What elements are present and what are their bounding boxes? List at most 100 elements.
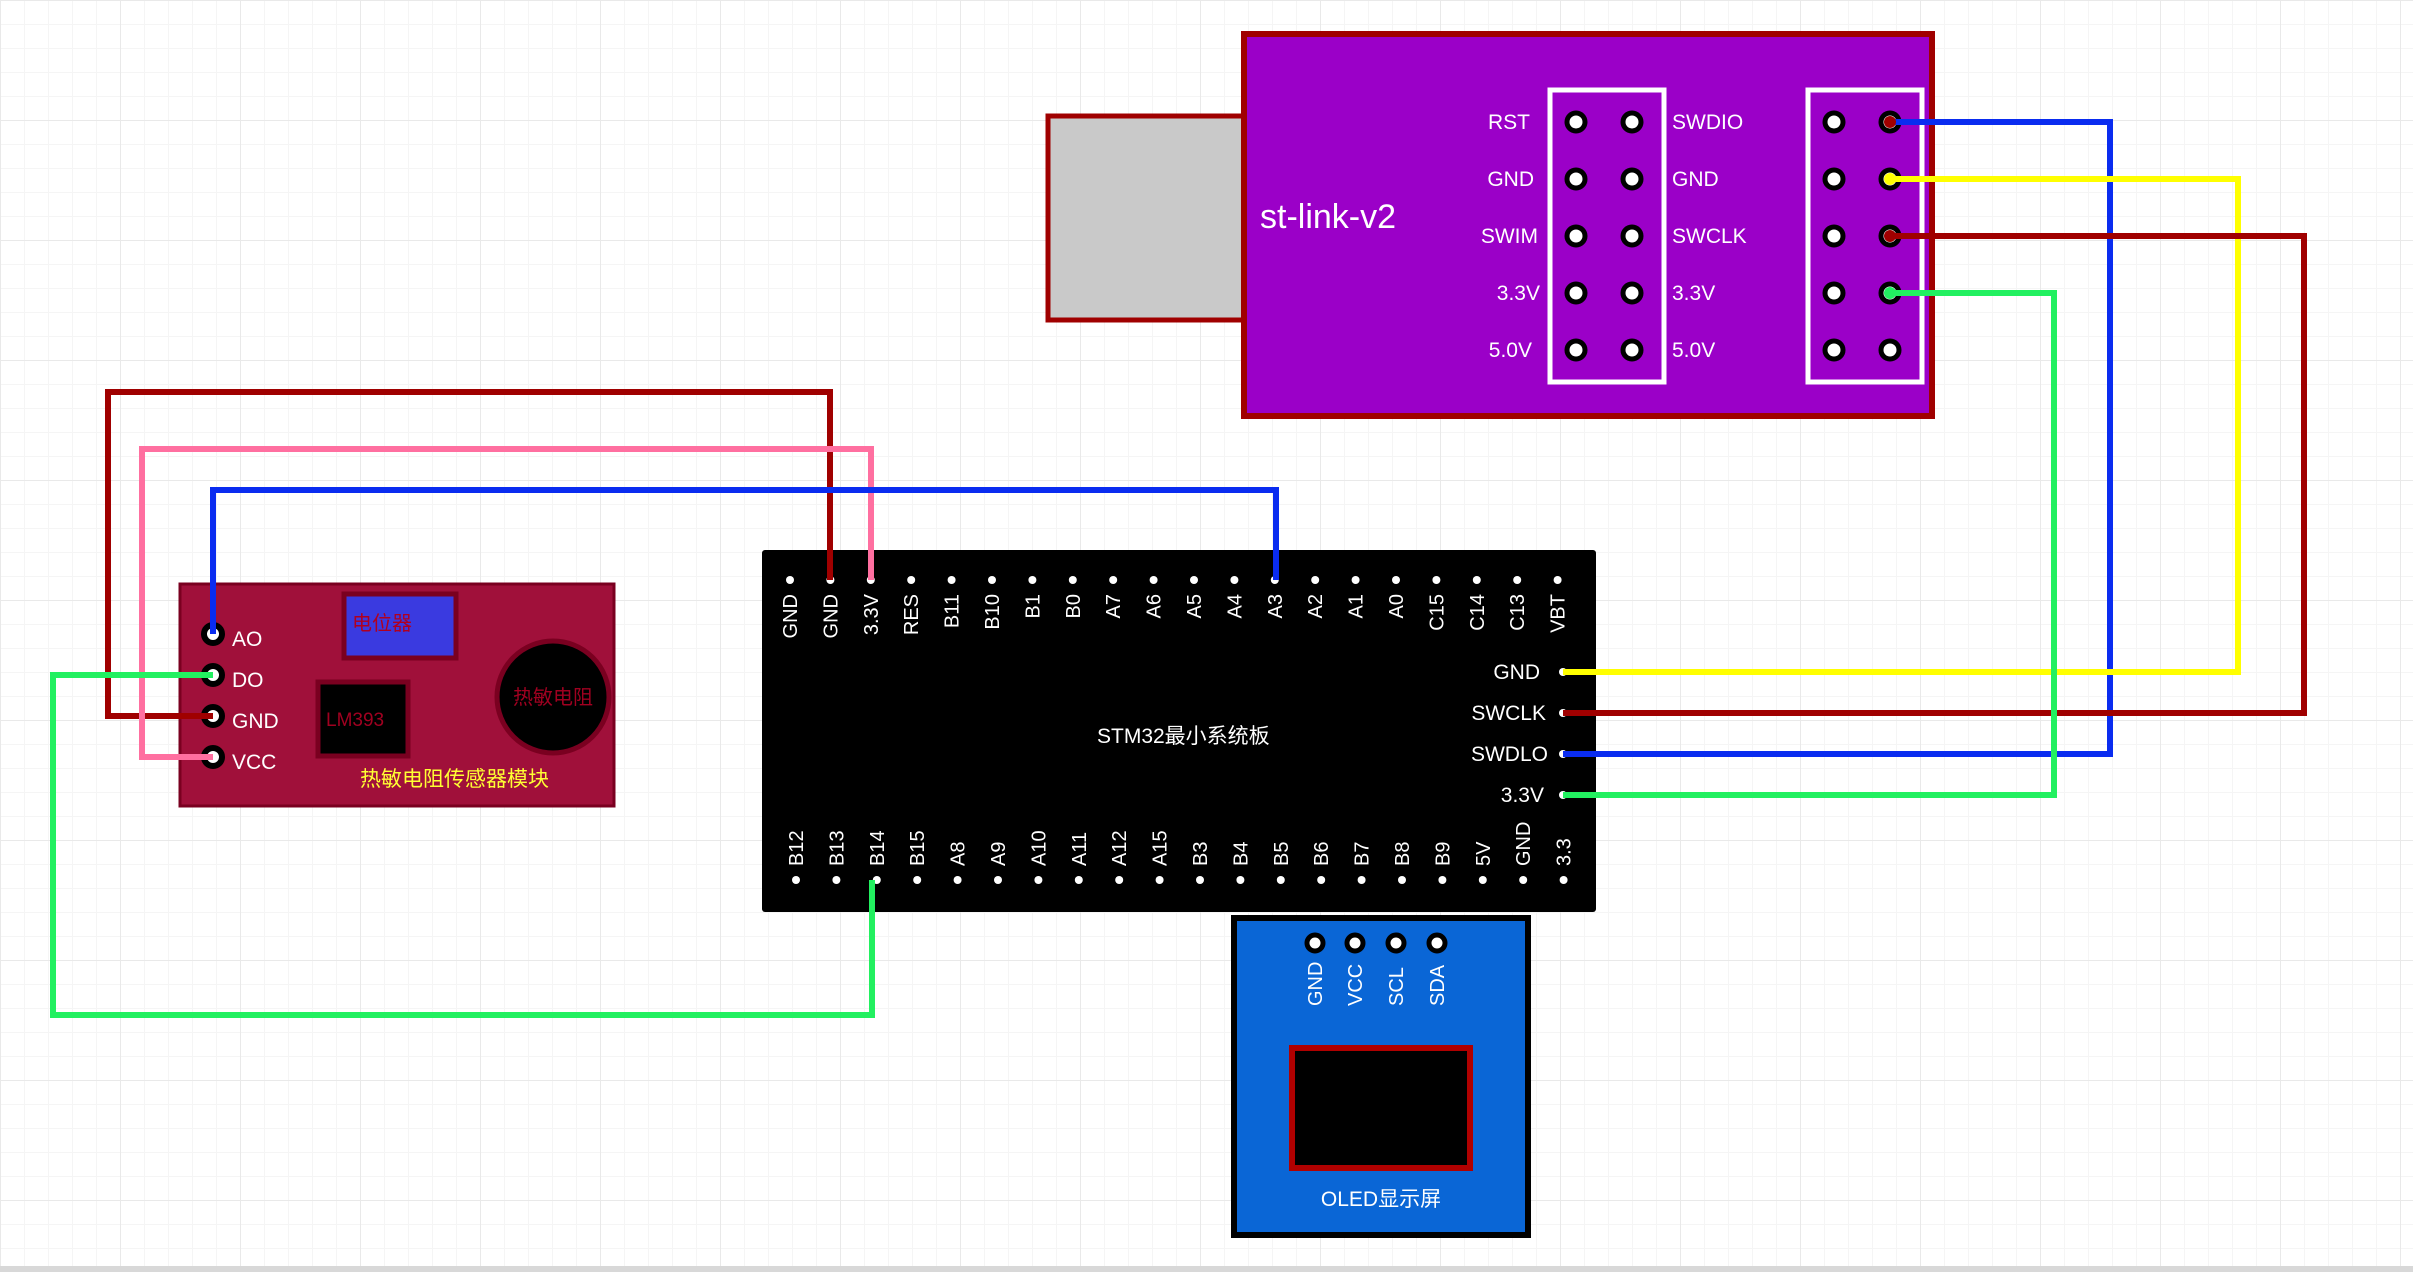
stm32-top-pin-dot: [1432, 576, 1441, 584]
sensor-pin-ao: AO: [232, 628, 262, 651]
stm32-top-pin-dot: [1472, 576, 1481, 584]
stm32-bottom-pin-dot: [1034, 876, 1043, 884]
stm32-bottom-pin-dot: [832, 876, 841, 884]
sensor-title: 热敏电阻传感器模块: [360, 768, 549, 791]
stm32-pin-3v3-right: 3.3V: [1501, 784, 1544, 807]
stm32-top-pin-label: A6: [1144, 594, 1166, 618]
stm32-bottom-pin-label: A15: [1150, 830, 1172, 866]
stm32-body: [762, 550, 1596, 912]
wire-stlink-3v3: [1563, 290, 2057, 798]
stm32-pin-swclk-right: SWCLK: [1471, 702, 1546, 725]
stm32-bottom-pin-label: B8: [1392, 842, 1414, 866]
stm32-bottom-pin-label: B5: [1271, 842, 1293, 866]
stm32-top-pin-dot: [1028, 576, 1037, 584]
sensor-pin-do: DO: [232, 669, 264, 692]
stm32-bottom-pin-label: A11: [1069, 832, 1091, 866]
stm32-right-pins: GND SWCLK SWDLO 3.3V: [1471, 661, 1567, 807]
stm32-top-pin-dot: [1190, 576, 1198, 584]
thermistor: [494, 638, 612, 756]
stm32-top-pin-label: B1: [1022, 594, 1044, 618]
wire-swclk: [1563, 233, 2307, 716]
potentiometer: [341, 591, 459, 661]
stm32-bottom-pin-label: B13: [826, 830, 848, 866]
stm32-bottom-pin-dot: [1236, 876, 1245, 884]
stm32-bottom-pin-label: B14: [867, 830, 889, 866]
stm32-top-pin-dot: [1109, 576, 1118, 584]
stm32-bottom-pin-label: B4: [1230, 842, 1252, 866]
stm32-bottom-pin-dot: [1115, 876, 1124, 884]
stm32-bottom-pin-label: 5V: [1473, 841, 1495, 866]
stm32-top-pin-label: GND: [780, 594, 802, 638]
stm32-bottom-pin-dot: [1155, 876, 1164, 884]
stm32-top-pin-label: RES: [901, 594, 923, 635]
stm32-top-pin-dot: [1311, 576, 1320, 584]
lm393-label: LM393: [326, 710, 384, 731]
oled-pin-sda: SDA: [1427, 964, 1449, 1006]
stm32-bottom-pin-dot: [1438, 876, 1447, 884]
stlink-label-3v3-2: 3.3V: [1672, 282, 1715, 305]
stlink-module: st-link-v2 RST GND SWIM 3.3V 5.0V SWDIO …: [1045, 31, 1935, 419]
stm32-bottom-pin-dot: [1276, 876, 1285, 884]
stm32-bottom-pin-label: B6: [1311, 842, 1333, 866]
stm32-top-pin-dot: [988, 576, 996, 584]
stlink-label-5v0-2: 5.0V: [1672, 339, 1715, 362]
stm32-bottom-pin-dot: [1559, 876, 1568, 884]
wire-sensor-ao: [210, 487, 1279, 634]
wire-sensor-do: [50, 672, 875, 1018]
stm32-top-pin-label: A7: [1103, 594, 1125, 618]
stm32-top-pin-label: B10: [982, 594, 1004, 630]
stlink-left-header: [1547, 87, 1667, 385]
stm32-top-pin-label: B0: [1063, 594, 1085, 618]
stlink-left-header-pins: [1564, 110, 1644, 362]
stlink-title: st-link-v2: [1260, 198, 1396, 236]
stm32-bottom-pin-label: B9: [1432, 842, 1454, 866]
stm32-top-pin-dot: [1392, 576, 1400, 584]
stm32-top-pin-dot: [947, 576, 956, 584]
stm32-bottom-pin-label: A10: [1028, 830, 1050, 866]
stm32-top-pin-label: A3: [1265, 594, 1287, 618]
stm32-top-pin-label: 3.3V: [861, 593, 883, 635]
oled-pins: [1304, 932, 1448, 954]
stlink-label-gnd: GND: [1487, 168, 1534, 191]
stm32-bottom-pin-label: B12: [786, 830, 808, 866]
sensor-pin-labels: AO DO GND VCC: [232, 628, 279, 774]
stm32-bottom-pin-dot: [913, 876, 922, 884]
stlink-label-swim: SWIM: [1481, 225, 1538, 248]
oled-pin-labels: GND VCC SCL SDA: [1305, 962, 1449, 1006]
stm32-top-pin-dot: [907, 576, 916, 584]
stm32-bottom-pin-label: B15: [907, 830, 929, 866]
stm32-top-pin-dot: [1149, 576, 1158, 584]
stm32-top-pin-label: C15: [1426, 594, 1448, 631]
stm32-bottom-pin-dot: [953, 876, 962, 884]
oled-screen: [1289, 1045, 1473, 1171]
stm32-bottom-pin-dot: [1357, 876, 1366, 884]
stm32-pin-swdlo-right: SWDLO: [1471, 743, 1548, 766]
sensor-pin-gnd: GND: [232, 710, 279, 733]
sensor-pin-vcc: VCC: [232, 751, 276, 774]
stm32-bottom-pin-dot: [792, 876, 800, 884]
stlink-right-labels: SWDIO GND SWCLK 3.3V 5.0V: [1672, 111, 1747, 362]
stlink-body: [1241, 31, 1935, 419]
oled-pin-vcc: VCC: [1345, 964, 1367, 1006]
stm32-bottom-pin-dot: [1074, 876, 1083, 884]
stm32-top-pin-label: A2: [1305, 594, 1327, 618]
oled-title: OLED显示屏: [1321, 1188, 1441, 1211]
stlink-label-swclk: SWCLK: [1672, 225, 1747, 248]
stlink-left-labels: RST GND SWIM 3.3V 5.0V: [1481, 111, 1540, 362]
stm32-bottom-pin-label: GND: [1513, 822, 1535, 866]
wire-stlink-gnd: [1563, 176, 2241, 675]
stm32-bottom-pin-label: B7: [1352, 842, 1374, 866]
stm32-bottom-pin-label: B3: [1190, 842, 1212, 866]
stm32-top-pin-dot: [1513, 576, 1522, 584]
lm393-chip: [315, 679, 411, 759]
stm32-bottom-pin-dot: [994, 876, 1002, 884]
stm32-bottom-pin-dot: [1478, 876, 1487, 884]
stm32-top-pin-label: A5: [1184, 594, 1206, 618]
stm32-bottom-pin-label: A12: [1109, 830, 1131, 866]
stm32-title: STM32最小系统板: [1097, 725, 1270, 748]
stm32-top-pin-dot: [1068, 576, 1077, 584]
stlink-label-rst: RST: [1488, 111, 1530, 134]
